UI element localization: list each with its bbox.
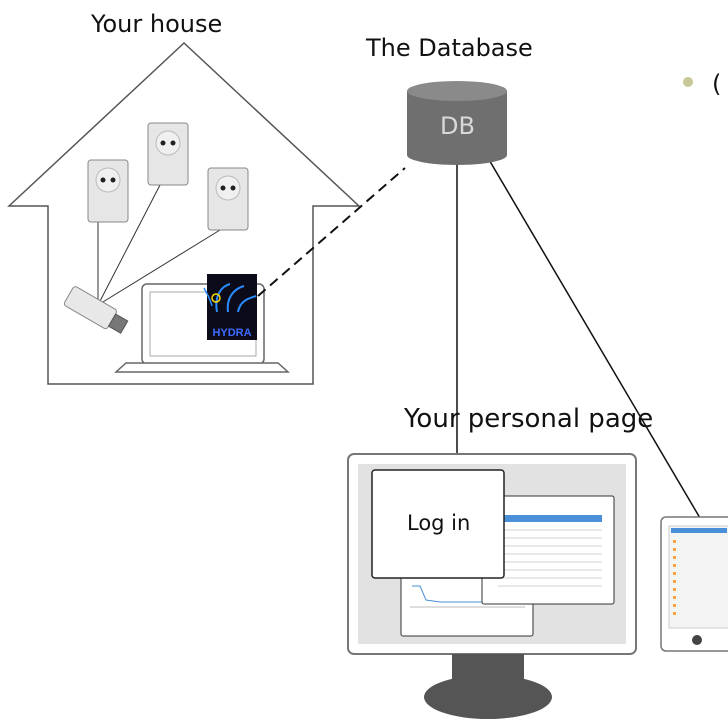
power-plug-icon [147, 122, 189, 186]
tablet-icon [660, 516, 728, 652]
personal-page-label: Your personal page [404, 404, 654, 434]
hydra-logo-text: HYDRA [212, 327, 251, 339]
house-label: Your house [91, 10, 223, 38]
hydra-logo: HYDRA [203, 274, 257, 340]
bullet-dot [683, 77, 693, 87]
login-label: Log in [407, 511, 471, 535]
page-table-window [481, 495, 615, 605]
db-to-tablet-line [487, 157, 701, 519]
plug-cables [97, 184, 221, 306]
power-plug-icon [207, 167, 249, 231]
laptop-icon [114, 283, 290, 373]
database-icon [407, 81, 507, 165]
bullet-text-fragment: ( [712, 70, 722, 98]
database-short-label: DB [440, 112, 475, 140]
database-label: The Database [366, 34, 533, 62]
usb-stick-icon [63, 286, 129, 334]
dashed-connection [257, 167, 406, 297]
login-window [371, 469, 505, 579]
power-plug-icon [87, 159, 129, 223]
